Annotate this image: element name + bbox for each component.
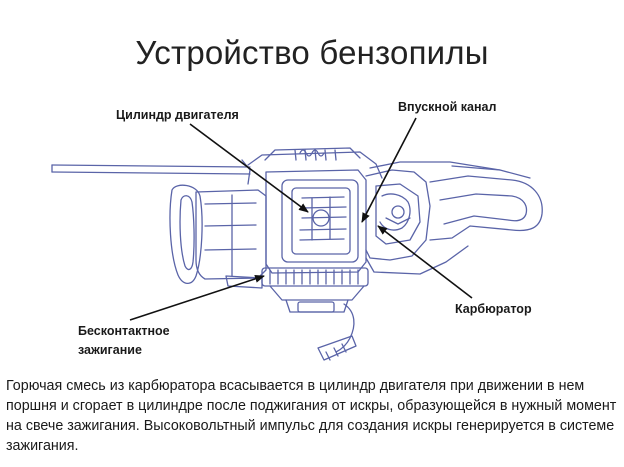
arrow-intake [361, 117, 417, 223]
label-cylinder: Цилиндр двигателя [116, 108, 239, 122]
slide-caption: Горючая смесь из карбюратора всасывается… [6, 378, 617, 454]
arrow-cylinder [189, 123, 309, 213]
chainsaw-drawing [51, 147, 543, 361]
arrow-carburetor [377, 225, 473, 299]
slide-title: Устройство бензопилы [135, 34, 489, 71]
label-ignition: Бесконтактное зажигание [78, 324, 170, 357]
label-intake-channel: Впускной канал [398, 100, 497, 114]
label-carburetor: Карбюратор [455, 302, 532, 316]
arrow-ignition [129, 275, 265, 321]
pointer-arrows [129, 117, 473, 321]
